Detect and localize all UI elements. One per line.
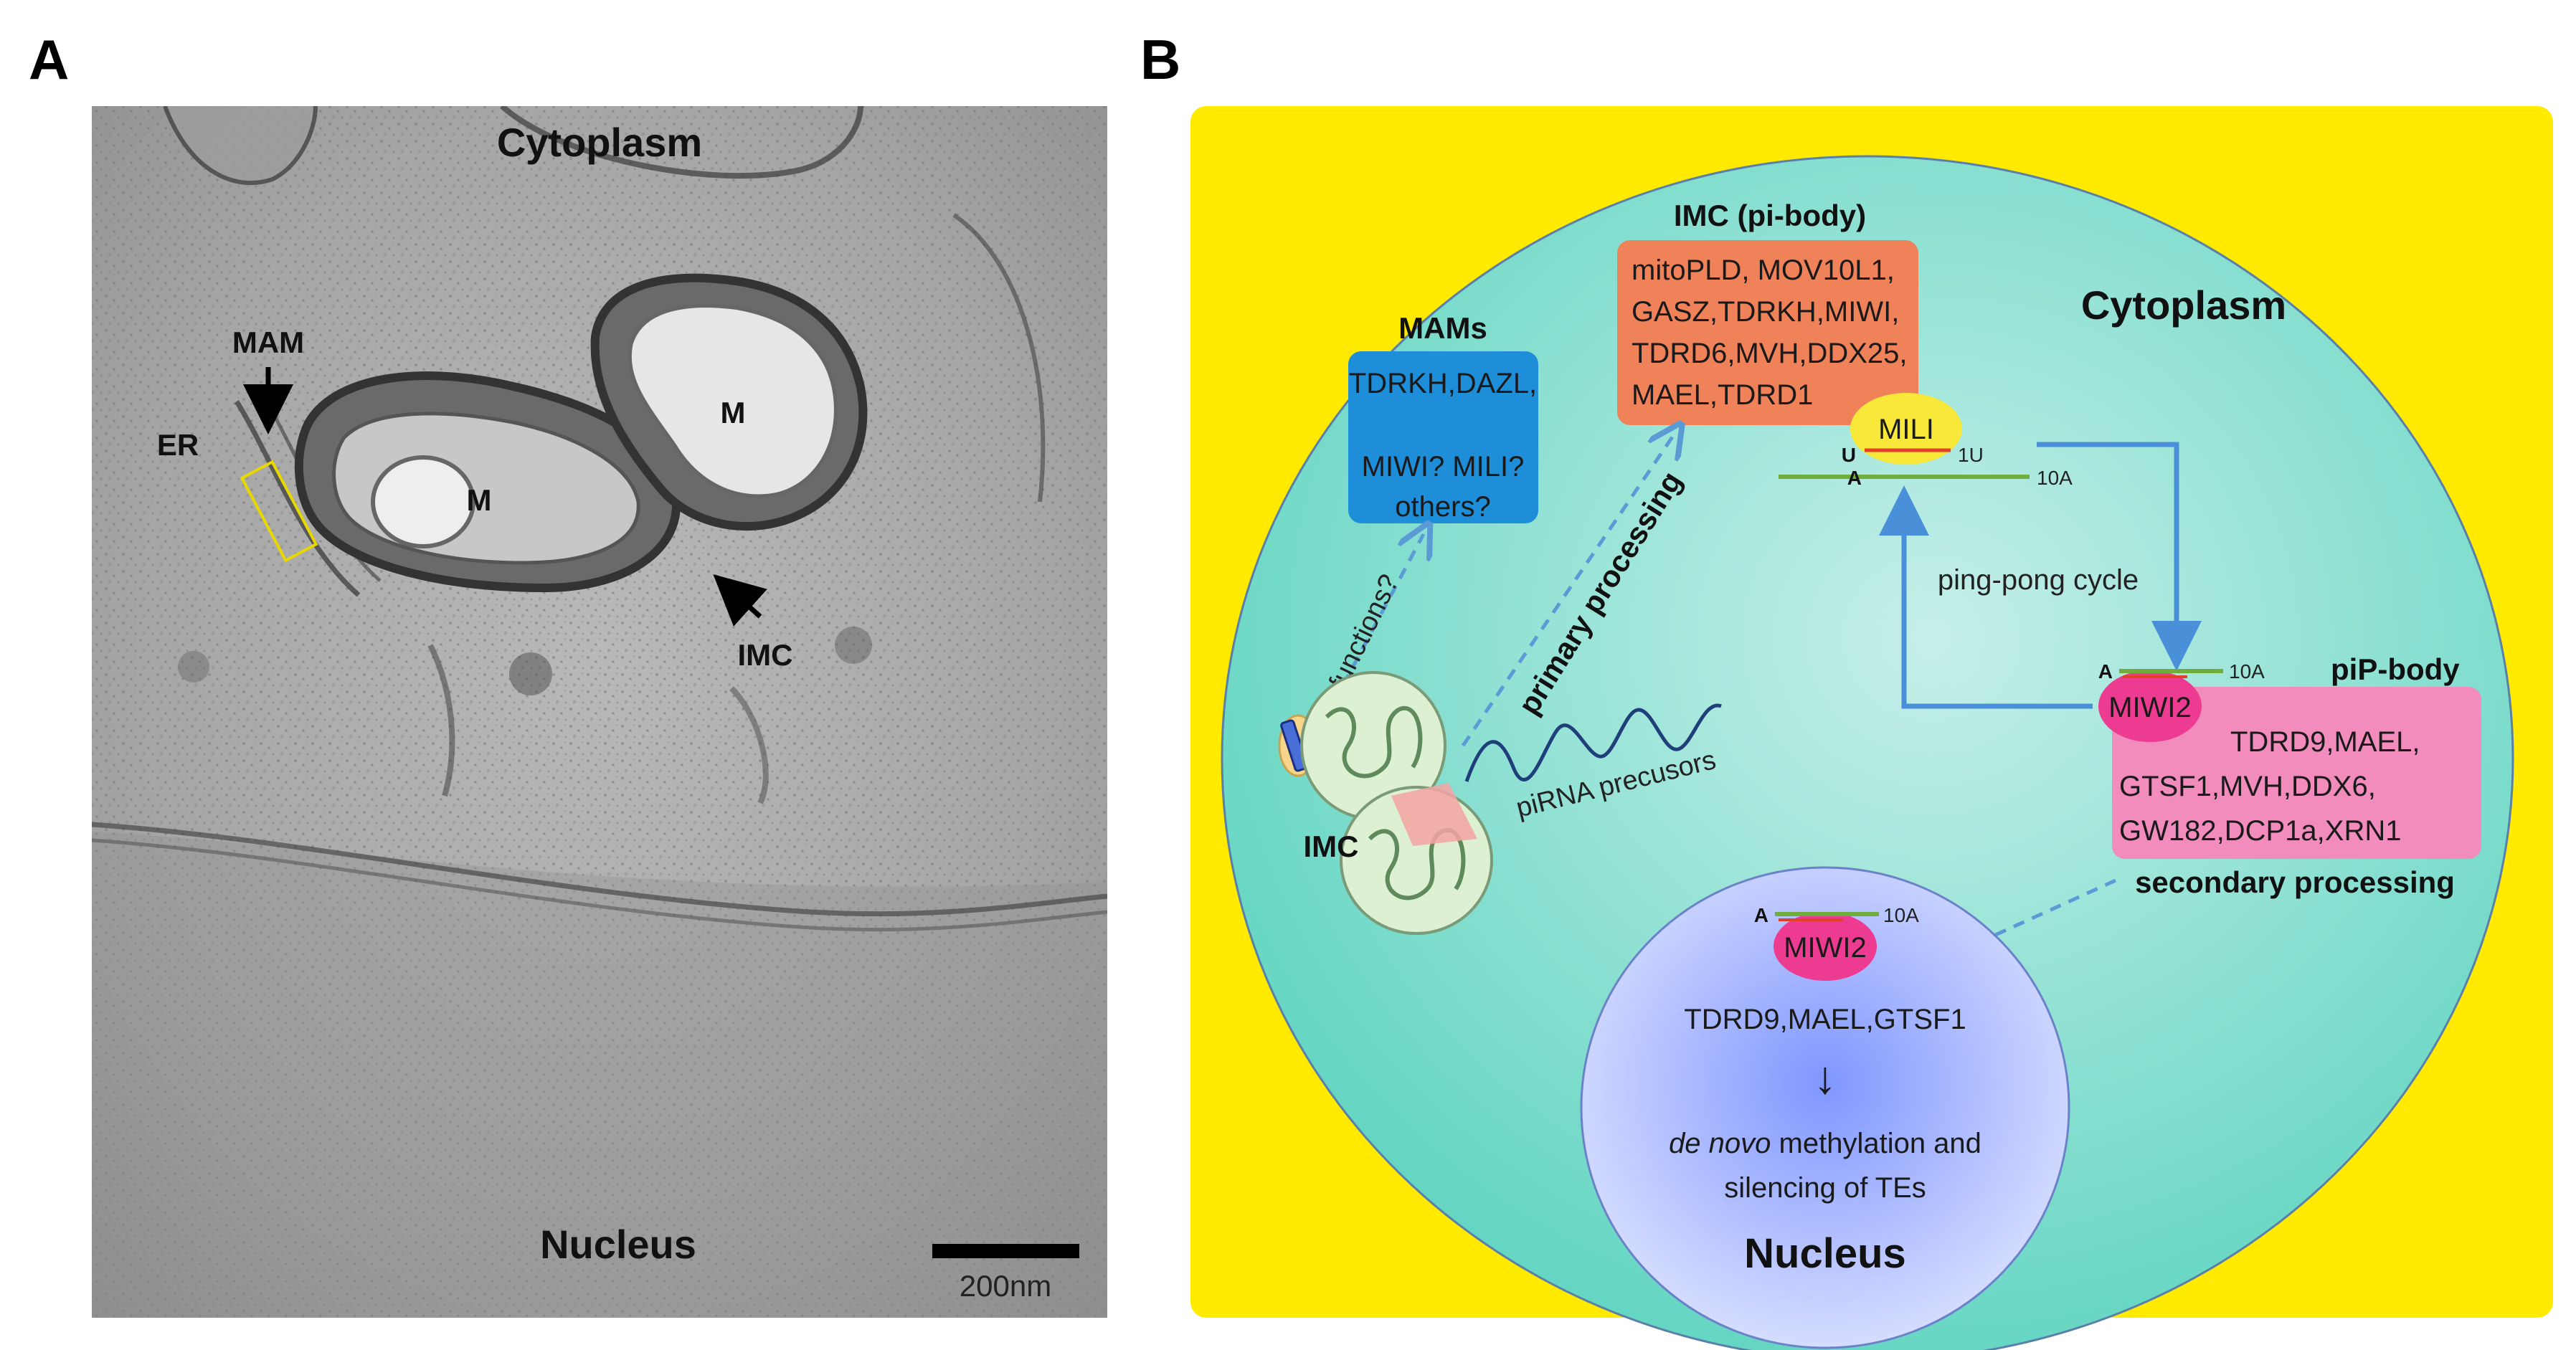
mams-line: others? [1395, 491, 1490, 523]
down-arrow-glyph: ↓ [1814, 1052, 1837, 1103]
mams-title: MAMs [1398, 311, 1487, 345]
em-micrograph [92, 106, 1107, 1318]
pip-line: GTSF1,MVH,DDX6, [2119, 771, 2376, 802]
methylation-text: methylation and [1771, 1128, 1981, 1159]
imc-line: GASZ,TDRKH,MIWI, [1632, 296, 1899, 328]
imc-line: TDRD6,MVH,DDX25, [1632, 338, 1908, 369]
de-novo-line: de novo methylation and [1669, 1128, 1981, 1159]
cytoplasm-label: Cytoplasm [2081, 282, 2286, 328]
em-imc-label: IMC [738, 638, 793, 672]
silencing-line: silencing of TEs [1724, 1172, 1926, 1204]
nucleus-label: Nucleus [1744, 1230, 1906, 1277]
nuc-10a: 10A [1883, 904, 1919, 926]
scale-bar [932, 1244, 1079, 1258]
miwi2-protein [2098, 670, 2202, 742]
nucleus [1580, 866, 2070, 1349]
mili-protein [1850, 393, 1962, 465]
imc-protein-list: mitoPLD, MOV10L1, GASZ,TDRKH,MIWI, TDRD6… [1632, 255, 1908, 411]
ping-pong-label: ping-pong cycle [1938, 564, 2139, 596]
imc-cluster-label: IMC [1304, 830, 1359, 863]
nuclear-miwi2-label: MIWI2 [1784, 932, 1867, 964]
secondary-processing-label: secondary processing [2135, 865, 2455, 899]
panel-a-label: A [29, 28, 69, 91]
pip-protein-box [2112, 687, 2481, 859]
nuage-cement [1391, 783, 1477, 846]
pip-title: piP-body [2331, 652, 2460, 686]
nuclear-proteins: TDRD9,MAEL,GTSF1 [1684, 1004, 1966, 1035]
pip-10a: 10A [2229, 660, 2265, 683]
nuc-a: A [1754, 904, 1768, 926]
mili-1u: 1U [1958, 444, 1984, 466]
de-novo-text: de novo [1669, 1128, 1771, 1159]
nuclear-miwi2 [1774, 912, 1877, 981]
miwi2-label: MIWI2 [2108, 692, 2192, 723]
pip-protein-list: TDRD9,MAEL, GTSF1,MVH,DDX6, GW182,DCP1a,… [2119, 726, 2420, 847]
mitochondria-cluster [1278, 671, 1493, 935]
mam-box [240, 460, 318, 563]
imc-protein-box [1617, 240, 1918, 425]
ping-pong-arrow-up [1879, 485, 2093, 709]
imc-title: IMC (pi-body) [1674, 199, 1866, 232]
em-cytoplasm-label: Cytoplasm [497, 120, 702, 165]
mams-line: MIWI? MILI? [1362, 451, 1525, 483]
pip-a: A [2098, 660, 2113, 683]
mili-a: A [1847, 467, 1862, 489]
pip-line: TDRD9,MAEL, [2230, 726, 2420, 758]
er-label: ER [157, 428, 199, 462]
panel-b-label: B [1140, 28, 1180, 91]
mili-10a: 10A [2037, 467, 2073, 489]
primary-processing-arrow [1461, 434, 1675, 747]
imc-arrow [713, 574, 767, 627]
imc-line: MAEL,TDRD1 [1632, 379, 1813, 411]
mili-u: U [1842, 444, 1856, 466]
imc-line: mitoPLD, MOV10L1, [1632, 255, 1895, 286]
pip-line: GW182,DCP1a,XRN1 [2119, 815, 2401, 847]
m2-label: M [721, 396, 746, 429]
mam-label: MAM [232, 325, 304, 359]
mams-line: TDRKH,DAZL, [1349, 368, 1537, 399]
cell-cytoplasm [1221, 155, 2514, 1350]
ping-pong-arrow-down [2037, 442, 2202, 671]
m1-label: M [467, 483, 492, 517]
pirna-precursor [1464, 703, 1722, 782]
mams-box [1348, 351, 1538, 523]
scale-bar-label: 200nm [960, 1269, 1051, 1303]
em-nucleus-label: Nucleus [540, 1222, 696, 1267]
mili-label: MILI [1878, 414, 1934, 445]
